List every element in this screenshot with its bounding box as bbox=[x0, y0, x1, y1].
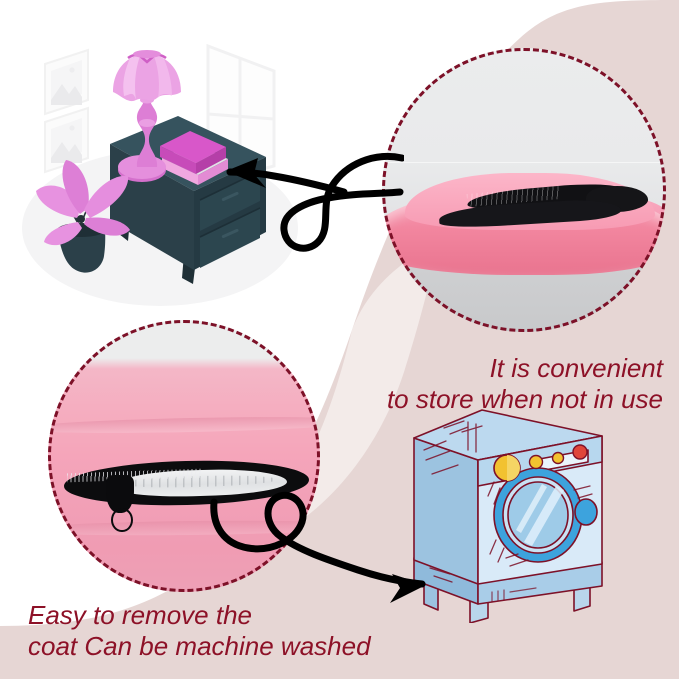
curly-arrow-top bbox=[226, 152, 404, 252]
caption-machine-washable: Easy to remove the coat Can be machine w… bbox=[28, 600, 371, 662]
caption-wash-line2: coat Can be machine washed bbox=[28, 631, 371, 661]
washer-controls bbox=[493, 444, 588, 482]
caption-store-line2: to store when not in use bbox=[386, 384, 663, 414]
caption-store-line1: It is convenient bbox=[489, 353, 663, 383]
potted-plant bbox=[36, 160, 130, 273]
wall-frames bbox=[44, 48, 89, 174]
zipper-pull-ring bbox=[111, 507, 133, 533]
photo-folded-blanket bbox=[382, 48, 666, 332]
photo-folded-blanket-image bbox=[382, 48, 666, 332]
curly-arrow-bottom bbox=[210, 491, 426, 603]
zipper-slider bbox=[106, 475, 134, 514]
table-lamp bbox=[113, 50, 181, 182]
books-stack bbox=[160, 131, 228, 185]
caption-store-when-not-in-use: It is convenient to store when not in us… bbox=[387, 353, 663, 415]
caption-wash-line1: Easy to remove the bbox=[28, 600, 252, 630]
washing-machine-illustration bbox=[413, 409, 603, 623]
bedroom-illustration bbox=[22, 43, 298, 306]
wall-line bbox=[382, 161, 666, 163]
